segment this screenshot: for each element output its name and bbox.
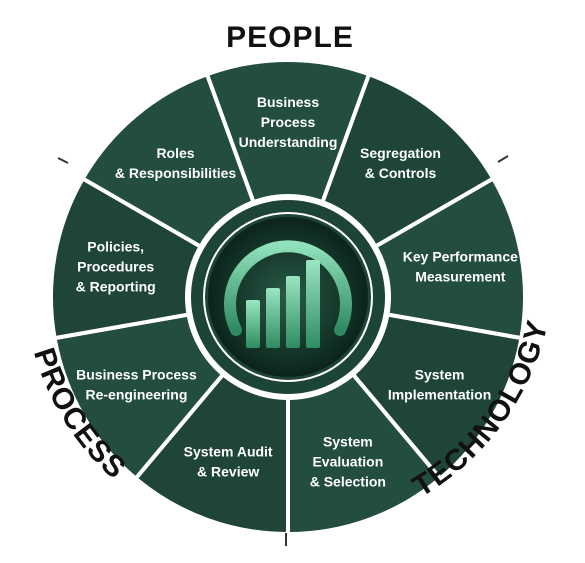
segment-label-line: & Review [197, 463, 259, 479]
segment-label-line: & Controls [365, 165, 437, 181]
segment-label-line: Re-engineering [85, 387, 187, 403]
segment-label-line: Process [261, 114, 316, 130]
segment-label-roles-responsibilities: Roles & Responsibilities [115, 145, 237, 181]
hub-inner-white-ring [203, 212, 373, 382]
segment-label-line: Policies, [87, 239, 144, 255]
segment-label-line: Understanding [239, 134, 338, 150]
category-label-people: PEOPLE [226, 21, 354, 54]
segment-label-line: Implementation [388, 387, 491, 403]
segment-label-line: System [415, 367, 465, 383]
segment-label-policies-procedures-reporting: Policies, Procedures & Reporting [76, 239, 156, 295]
segment-label-line: & Selection [310, 473, 386, 489]
segment-label-line: Key Performance [403, 249, 518, 265]
segment-label-line: Roles [156, 145, 194, 161]
segment-label-line: Procedures [77, 259, 154, 275]
divider-tick [57, 157, 69, 164]
segment-label-line: Segregation [360, 145, 441, 161]
segment-label-line: Measurement [415, 269, 506, 285]
segment-label-line: System [323, 433, 373, 449]
segment-label-line: Business Process [76, 367, 197, 383]
bar-chart-icon [224, 240, 352, 348]
segment-label-segregation-controls: Segregation & Controls [360, 145, 441, 181]
segment-label-line: & Reporting [76, 279, 156, 295]
divider-tick [497, 155, 509, 163]
segment-label-system-audit-review: System Audit & Review [184, 443, 273, 479]
segment-label-line: Evaluation [312, 453, 383, 469]
segment-label-line: & Responsibilities [115, 165, 237, 181]
segment-label-line: System Audit [184, 443, 273, 459]
segment-label-line: Business [257, 94, 319, 110]
